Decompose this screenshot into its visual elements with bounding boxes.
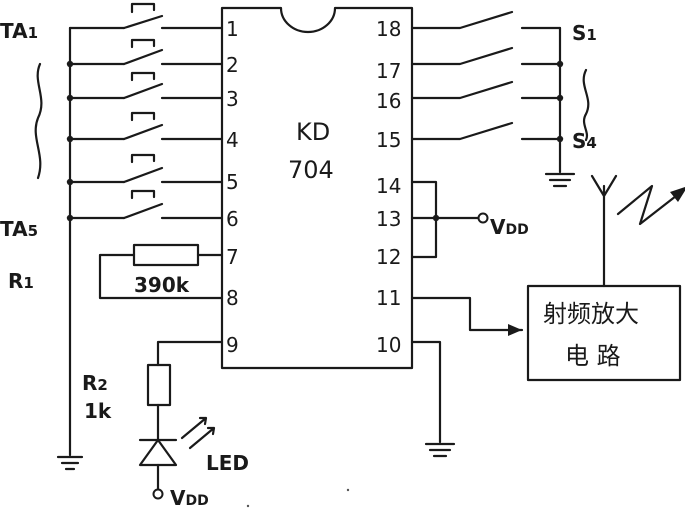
- rf-amplifier-block: 射频放大 电 路: [526, 284, 682, 382]
- rf-block-line2: 电 路: [565, 342, 621, 370]
- pin-8: 8: [226, 286, 239, 310]
- pin-18: 18: [376, 17, 401, 41]
- pin-5: 5: [226, 170, 239, 194]
- pin-2: 2: [226, 53, 239, 77]
- ground-left: [56, 455, 84, 471]
- pin-17: 17: [376, 59, 401, 83]
- right-pin-numbers: 18 17 16 15 14 13 12 11 10: [376, 17, 401, 357]
- ground-right-switches: [544, 172, 576, 188]
- pin-1: 1: [226, 17, 239, 41]
- vdd-tie: [410, 180, 489, 259]
- pin-3: 3: [226, 87, 239, 111]
- label-r1: R1: [8, 269, 34, 293]
- label-ta1: TA1: [0, 19, 38, 43]
- chip-name-line2: 704: [288, 156, 334, 184]
- pin-11: 11: [376, 286, 401, 310]
- label-led: LED: [206, 451, 249, 475]
- label-vdd-bottom: VDD: [170, 486, 209, 510]
- label-r2: R2: [82, 371, 108, 395]
- pin-7: 7: [226, 245, 239, 269]
- label-s1: S1: [572, 21, 597, 45]
- chip-name-line1: KD: [296, 118, 330, 146]
- antenna-icon: [590, 174, 685, 288]
- left-pin-numbers: 1 2 3 4 5 6 7 8 9: [226, 17, 239, 357]
- label-vdd-right: VDD: [490, 215, 529, 239]
- led-indicator-branch: [138, 340, 224, 500]
- right-switch-network: [410, 10, 590, 188]
- left-switch-network: [34, 2, 224, 471]
- r1-value: 390k: [134, 273, 190, 297]
- pin-12: 12: [376, 245, 401, 269]
- pin-14: 14: [376, 174, 401, 198]
- pin-16: 16: [376, 89, 401, 113]
- pin10-ground: [410, 340, 456, 458]
- pin-10: 10: [376, 333, 401, 357]
- pin-9: 9: [226, 333, 239, 357]
- r2-value: 1k: [84, 399, 112, 423]
- rf-signal-path: [410, 296, 524, 336]
- ic-kd704: KD 704: [220, 6, 414, 370]
- label-ta5: TA5: [0, 217, 38, 241]
- rf-block-line1: 射频放大: [543, 300, 639, 328]
- pin-4: 4: [226, 128, 239, 152]
- pin-6: 6: [226, 207, 239, 231]
- label-s4: S4: [572, 129, 597, 153]
- pin-13: 13: [376, 207, 401, 231]
- resistor-r1: 390k: [98, 243, 224, 300]
- pin-15: 15: [376, 128, 401, 152]
